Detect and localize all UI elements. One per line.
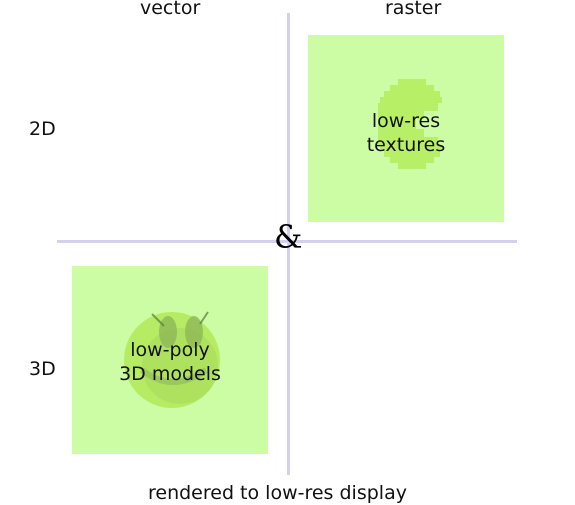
row-header-2d: 2D (29, 118, 56, 140)
low-poly-3d-models-label: low-poly 3D models (72, 338, 268, 386)
horizontal-axis (57, 240, 517, 243)
low-poly-3d-models-box: low-poly 3D models (72, 266, 268, 454)
low-poly-3d-models-line2: 3D models (119, 363, 221, 385)
center-ampersand: & (274, 218, 303, 256)
row-header-3d: 3D (29, 358, 56, 380)
column-header-vector: vector (140, 0, 201, 19)
low-res-textures-line1: low-res (371, 110, 441, 132)
footer-caption: rendered to low-res display (148, 482, 407, 504)
smiley-ball-icon (124, 311, 220, 408)
pixelated-pacman-icon (378, 79, 442, 169)
low-poly-3d-models-line1: low-poly (130, 339, 210, 361)
low-res-textures-box: low-res textures (308, 35, 504, 222)
column-header-raster: raster (385, 0, 442, 19)
vertical-axis (287, 13, 290, 475)
low-res-textures-label: low-res textures (308, 109, 504, 157)
low-res-textures-line2: textures (366, 134, 446, 156)
